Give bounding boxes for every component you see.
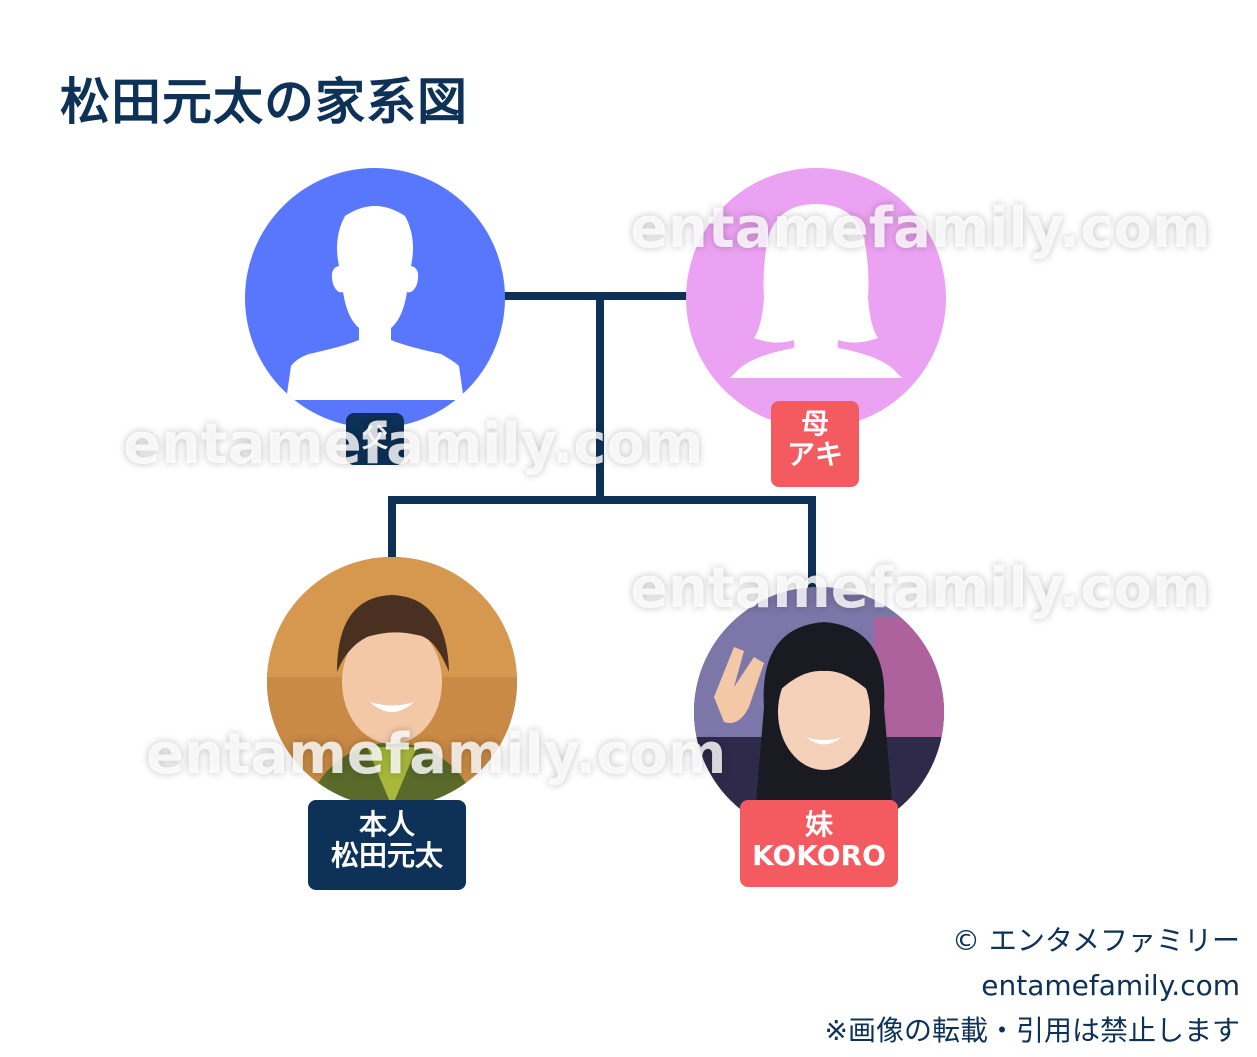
self-name-label: 松田元太 xyxy=(330,838,443,872)
copyright-text: © エンタメファミリー xyxy=(951,924,1240,957)
self-portrait-illustration xyxy=(267,557,517,807)
female-silhouette-icon xyxy=(730,204,902,378)
self-badge: 本人 松田元太 xyxy=(308,800,466,890)
sister-portrait-illustration xyxy=(694,587,944,837)
sister-relation-label: 妹 xyxy=(804,808,833,841)
sister-badge: 妹 KOKORO xyxy=(740,800,898,887)
male-silhouette-icon xyxy=(287,206,463,400)
mother-name-label: アキ xyxy=(786,437,843,471)
father-badge: 父 xyxy=(346,413,404,465)
footer: © エンタメファミリー entamefamily.com ※画像の転載・引用は禁… xyxy=(825,918,1240,1053)
notice-text: ※画像の転載・引用は禁止します xyxy=(824,1014,1240,1047)
page-title: 松田元太の家系図 xyxy=(60,73,468,131)
sister-name-label: KOKORO xyxy=(752,838,886,872)
self-photo xyxy=(267,557,517,807)
sister-photo xyxy=(694,587,944,837)
mother-avatar xyxy=(686,168,946,428)
mother-relation-label: 母 xyxy=(800,407,829,440)
self-relation-label: 本人 xyxy=(358,808,415,841)
father-relation-label: 父 xyxy=(361,424,388,454)
mother-badge: 母 アキ xyxy=(771,401,859,487)
site-url: entamefamily.com xyxy=(981,969,1240,1002)
father-avatar xyxy=(245,168,505,428)
